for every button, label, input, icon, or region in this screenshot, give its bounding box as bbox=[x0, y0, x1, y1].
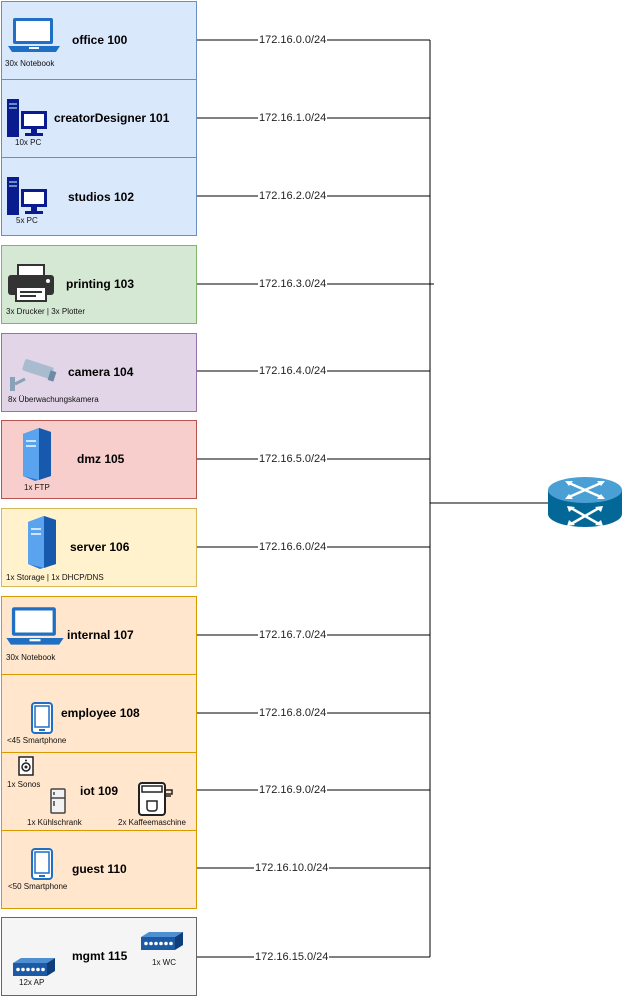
subnet-label: 172.16.10.0/24 bbox=[254, 862, 330, 874]
coffee-machine-icon bbox=[138, 782, 173, 816]
vlan-box-guest: guest 110 <50 Smartphone bbox=[1, 830, 197, 909]
vlan-box-server: server 106 1x Storage | 1x DHCP/DNS bbox=[1, 508, 197, 587]
subnet-label: 172.16.0.0/24 bbox=[258, 34, 328, 46]
smartphone-icon bbox=[31, 848, 53, 880]
device-count: 1x Sonos bbox=[7, 780, 41, 789]
speaker-icon bbox=[18, 756, 34, 776]
device-count: 10x PC bbox=[15, 138, 42, 147]
vlan-box-studios: studios 102 5x PC bbox=[1, 157, 197, 236]
vlan-box-employee: employee 108 <45 Smartphone bbox=[1, 674, 197, 753]
router-icon bbox=[548, 477, 622, 527]
device-count: 5x PC bbox=[16, 216, 38, 225]
server-tower-icon bbox=[23, 428, 51, 481]
device-count: 2x Kaffeemaschine bbox=[118, 818, 186, 827]
desktop-pc-icon bbox=[7, 177, 47, 215]
vlan-box-camera: camera 104 8x Überwachungskamera bbox=[1, 333, 197, 412]
vlan-box-internal: internal 107 30x Notebook bbox=[1, 596, 197, 675]
device-count: 30x Notebook bbox=[6, 653, 56, 662]
printer-icon bbox=[8, 264, 54, 302]
device-count: 12x AP bbox=[19, 978, 45, 987]
device-count: 8x Überwachungskamera bbox=[8, 395, 99, 404]
vlan-title: dmz 105 bbox=[77, 452, 125, 466]
server-tower-icon bbox=[28, 516, 56, 569]
vlan-title: creatorDesigner 101 bbox=[54, 111, 170, 125]
subnet-label: 172.16.6.0/24 bbox=[258, 541, 328, 553]
vlan-title: employee 108 bbox=[61, 706, 140, 720]
subnet-label: 172.16.7.0/24 bbox=[258, 629, 328, 641]
subnet-label: 172.16.5.0/24 bbox=[258, 453, 328, 465]
vlan-box-creatordesigner: creatorDesigner 101 10x PC bbox=[1, 79, 197, 158]
vlan-title: guest 110 bbox=[72, 862, 127, 876]
laptop-icon bbox=[8, 18, 60, 52]
subnet-label: 172.16.8.0/24 bbox=[258, 707, 328, 719]
laptop-icon bbox=[6, 607, 64, 645]
device-count: 1x Storage | 1x DHCP/DNS bbox=[6, 573, 104, 582]
wireless-controller-icon bbox=[141, 932, 183, 950]
vlan-box-mgmt: 12x AP mgmt 115 1x WC bbox=[1, 917, 197, 996]
vlan-title: studios 102 bbox=[68, 190, 135, 204]
device-count: 1x FTP bbox=[24, 483, 50, 492]
access-point-icon bbox=[13, 958, 55, 976]
device-count: <45 Smartphone bbox=[7, 736, 67, 745]
device-count: 3x Drucker | 3x Plotter bbox=[6, 307, 85, 316]
subnet-label: 172.16.4.0/24 bbox=[258, 365, 328, 377]
vlan-box-office: office 100 30x Notebook bbox=[1, 1, 197, 80]
subnet-label: 172.16.1.0/24 bbox=[258, 112, 328, 124]
subnet-label: 172.16.9.0/24 bbox=[258, 784, 328, 796]
smartphone-icon bbox=[31, 702, 53, 734]
subnet-label: 172.16.2.0/24 bbox=[258, 190, 328, 202]
fridge-icon bbox=[50, 788, 66, 814]
subnet-label: 172.16.3.0/24 bbox=[258, 278, 328, 290]
device-count: 1x Kühlschrank bbox=[27, 818, 82, 827]
vlan-title: printing 103 bbox=[66, 277, 135, 291]
subnet-label: 172.16.15.0/24 bbox=[254, 951, 330, 963]
vlan-box-dmz: dmz 105 1x FTP bbox=[1, 420, 197, 499]
vlan-title: camera 104 bbox=[68, 365, 134, 379]
device-count: 30x Notebook bbox=[5, 59, 55, 68]
vlan-box-iot: 1x Sonos iot 109 1x Kühlschrank 2x Kaffe… bbox=[1, 752, 197, 831]
device-count: 1x WC bbox=[152, 958, 176, 967]
security-camera-icon bbox=[10, 359, 57, 391]
vlan-title: mgmt 115 bbox=[72, 949, 128, 963]
vlan-title: server 106 bbox=[70, 540, 130, 554]
vlan-title: office 100 bbox=[72, 33, 128, 47]
vlan-title: iot 109 bbox=[80, 784, 119, 798]
vlan-box-printing: printing 103 3x Drucker | 3x Plotter bbox=[1, 245, 197, 324]
desktop-pc-icon bbox=[7, 99, 47, 137]
device-count: <50 Smartphone bbox=[8, 882, 68, 891]
vlan-title: internal 107 bbox=[67, 628, 134, 642]
